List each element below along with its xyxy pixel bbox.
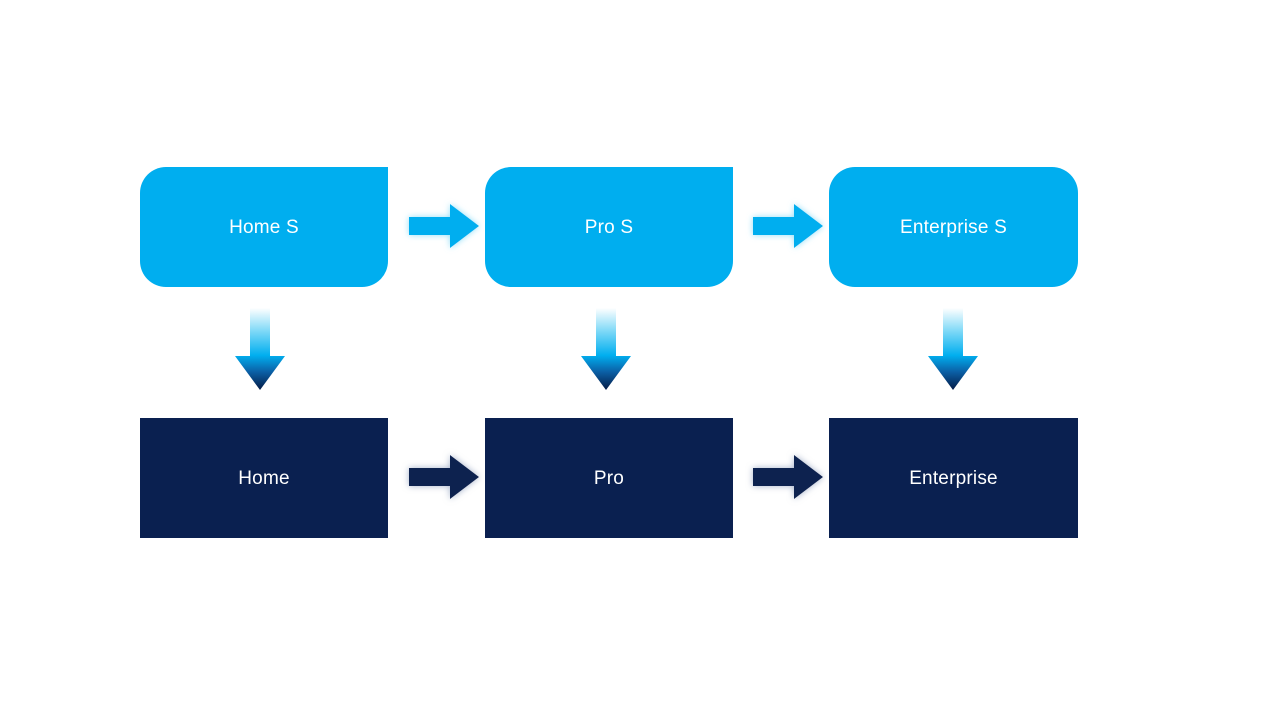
node-pro-s-label: Pro S xyxy=(584,216,634,238)
arrow-right-pro-to-enterprise xyxy=(753,453,823,501)
node-home-s-label: Home S xyxy=(229,216,299,238)
node-enterprise-s-label: Enterprise S xyxy=(900,216,1007,238)
node-home-s[interactable]: Home S xyxy=(140,167,388,287)
arrow-right-home-to-pro xyxy=(409,453,479,501)
arrow-right-home-s-to-pro-s xyxy=(409,202,479,250)
node-enterprise-s[interactable]: Enterprise S xyxy=(829,167,1078,287)
node-enterprise-label: Enterprise xyxy=(909,467,998,489)
arrow-down-pro-s-to-pro xyxy=(581,308,631,390)
node-enterprise[interactable]: Enterprise xyxy=(829,418,1078,538)
node-home-label: Home xyxy=(238,467,290,489)
arrow-right-pro-s-to-enterprise-s xyxy=(753,202,823,250)
arrow-down-home-s-to-home xyxy=(235,308,285,390)
node-home[interactable]: Home xyxy=(140,418,388,538)
arrow-down-enterprise-s-to-enterprise xyxy=(928,308,978,390)
node-pro-label: Pro xyxy=(593,467,625,489)
node-pro[interactable]: Pro xyxy=(485,418,733,538)
node-pro-s[interactable]: Pro S xyxy=(485,167,733,287)
